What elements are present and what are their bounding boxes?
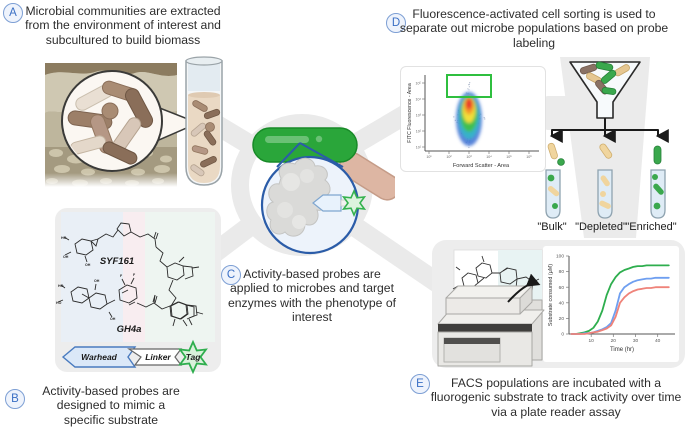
svg-text:20: 20 [611,338,617,344]
kinetics-plot: 0 20 40 60 80 100 10 20 30 40 Time (hr) … [548,254,675,353]
probe-schematic: Warhead Linker Tag [61,339,208,374]
svg-text:10⁴: 10⁴ [486,155,492,159]
tube-microbes [190,100,221,177]
svg-text:10¹: 10¹ [426,155,432,159]
kinetics-tick-marks [566,255,659,337]
facs-axes [424,75,539,152]
warhead-label: Warhead [81,352,118,362]
svg-text:10²: 10² [416,130,422,134]
soil-sample-illustration [45,56,223,187]
sorting-funnel [569,61,641,119]
svg-text:40: 40 [559,300,565,306]
molecule-gh4a-structure [57,277,195,327]
sorting-arrows [549,118,669,143]
bound-probe [312,189,367,217]
sorted-microbe-icons [547,142,662,166]
svg-text:HO: HO [56,301,62,305]
kinetics-curves [570,264,670,335]
funnel-microbes [579,61,630,95]
svg-text:10⁵: 10⁵ [506,155,512,159]
step-c-caption: Activity-based probes are applied to mic… [227,267,397,325]
warhead-shape [61,346,137,368]
probe-tag-star [341,189,367,217]
tag-star [178,339,208,374]
step-e-letter: E [416,378,424,390]
molecule-syf161-label: SYF161 [100,256,134,267]
sorted-tubes [545,169,666,219]
tube-label-enriched: "Enriched" [625,221,677,233]
svg-text:60: 60 [559,285,565,291]
svg-text:40: 40 [655,338,661,344]
step-d-caption: Fluorescence-activated cell sorting is u… [399,7,669,50]
facs-tick-marks [422,82,530,154]
step-c-badge: C [221,265,241,285]
step-a-caption: Microbial communities are extracted from… [25,4,221,47]
facs-x-tick-labels: 10¹ 10² 10³ 10⁴ 10⁵ 10⁶ [426,155,532,159]
kinetics-axes [568,256,675,335]
step-b-caption: Activity-based probes are designed to mi… [42,384,180,427]
reader-to-plot-arrow [507,273,541,303]
facs-density-cloud [456,92,482,146]
svg-text:10⁴: 10⁴ [415,98,421,102]
enzyme-blob [266,157,331,237]
magnifier-v-lines [276,142,344,168]
svg-text:10³: 10³ [416,114,422,118]
step-c-letter: C [226,269,236,281]
atom-labels: HO OH OH HO HO OH OH F F [56,236,136,321]
svg-text:80: 80 [559,269,565,275]
connector-facs-tab [544,96,572,130]
step-a-badge: A [3,3,23,23]
svg-text:OH: OH [94,279,100,283]
svg-text:30: 30 [633,338,639,344]
plate-reader-instrument [437,285,545,367]
step-d-badge: D [386,13,406,33]
svg-text:F: F [120,274,123,278]
svg-text:HO: HO [58,284,64,288]
tube-bulk [545,169,561,219]
svg-text:HO: HO [61,236,67,240]
probe-labeling-illustration [252,127,395,255]
svg-text:10²: 10² [446,155,452,159]
facs-y-tick-labels: 10¹ 10² 10³ 10⁴ 10⁵ [415,82,421,150]
kinetics-ylabel: Substrate consumed (μM) [548,264,554,326]
plate-reader-illustration [437,246,679,367]
svg-text:100: 100 [556,254,564,260]
svg-text:10⁵: 10⁵ [416,82,422,86]
magnified-microbes [67,80,154,165]
step-e-caption: FACS populations are incubated with a fl… [430,376,682,419]
tube-label-bulk: "Bulk" [537,221,567,233]
step-b-letter: B [11,393,19,405]
step-d-letter: D [391,17,401,29]
svg-text:0: 0 [561,332,564,338]
svg-text:OH: OH [110,317,116,321]
kinetics-y-tick-labels: 0 20 40 60 80 100 [556,254,564,338]
svg-text:20: 20 [559,316,565,322]
kinetics-x-tick-labels: 10 20 30 40 [589,338,661,344]
probe-design-panel: HO OH OH HO HO OH OH F F SYF161 GH4a War… [55,208,221,374]
svg-text:10¹: 10¹ [416,146,422,150]
svg-text:10⁶: 10⁶ [526,155,532,159]
linker-label: Linker [145,352,171,362]
step-a-letter: A [9,7,17,19]
tube-label-depleted: "Depleted" [575,221,627,233]
step-e-badge: E [410,374,430,394]
svg-text:F: F [133,273,136,277]
sort-gate-rectangle [446,74,492,98]
facs-plot-panel: 10¹ 10² 10³ 10⁴ 10⁵ 10⁶ 10¹ 10² 10³ 10⁴ … [400,66,546,172]
facs-xlabel: Forward Scatter - Area [453,163,510,169]
svg-text:OH: OH [85,263,91,267]
svg-text:OH: OH [63,255,69,259]
facs-ylabel: FITC Fluorescence - Area [407,83,413,143]
step-b-badge: B [5,389,25,409]
svg-text:10³: 10³ [466,155,472,159]
tube-depleted [597,169,613,219]
tube-enriched [650,169,666,219]
cell-sorter-illustration [545,61,669,219]
svg-text:10: 10 [589,338,595,344]
culture-tube [185,56,223,186]
molecule-gh4a-label: GH4a [117,324,142,335]
kinetics-xlabel: Time (hr) [610,347,634,353]
facs-scatter-plot: 10¹ 10² 10³ 10⁴ 10⁵ 10⁶ 10¹ 10² 10³ 10⁴ … [407,74,539,169]
tag-label: Tag [186,352,202,362]
